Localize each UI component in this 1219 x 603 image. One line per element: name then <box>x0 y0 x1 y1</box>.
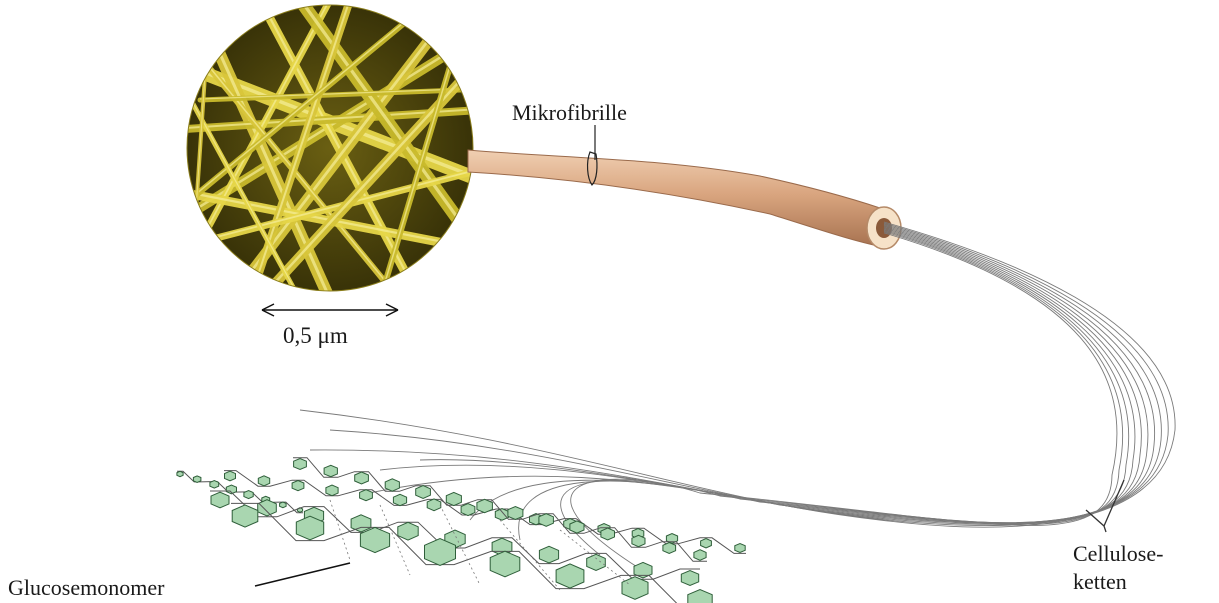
glucose-monomer <box>416 486 431 499</box>
glucose-monomer <box>556 564 584 588</box>
glucose-monomer <box>495 509 508 521</box>
glucose-monomer <box>587 554 606 570</box>
glucose-monomer <box>663 543 676 554</box>
glucose-monomer <box>393 494 406 505</box>
glucose-monomer <box>477 499 493 512</box>
glucose-monomer <box>601 528 615 540</box>
cellulose-chain <box>360 228 1141 523</box>
glucose-monomer <box>461 504 475 516</box>
cellulose-chain <box>310 224 1161 524</box>
cellulose-chains <box>300 222 1175 575</box>
celluloseketten-label: Cellulose- ketten <box>1073 540 1163 596</box>
glucose-monomer <box>292 481 304 491</box>
glucose-monomer <box>490 551 520 577</box>
glucose-monomer <box>258 476 269 486</box>
glucose-monomer <box>211 492 229 508</box>
glucose-monomer <box>258 500 277 516</box>
glucose-monomer <box>210 481 219 489</box>
glucose-monomer <box>735 544 745 553</box>
glucose-monomer <box>508 507 523 520</box>
cellulose-chain <box>420 227 1148 523</box>
scale-bar <box>262 304 398 316</box>
glucose-monomer <box>622 577 648 600</box>
glucose-monomer <box>688 590 712 603</box>
glucose-monomer <box>701 539 712 548</box>
glucosemonomer-pointer <box>255 563 350 586</box>
glucose-monomer <box>244 491 253 499</box>
glucose-monomer <box>355 472 369 484</box>
glucose-monomer <box>398 522 418 540</box>
glucose-monomer <box>324 465 337 476</box>
glucose-monomer <box>539 546 558 563</box>
glucose-monomer <box>539 514 554 527</box>
cellulose-chain <box>470 229 1135 523</box>
glucose-monomer <box>294 459 307 470</box>
cellulose-chain <box>380 226 1155 524</box>
glucose-monomer <box>681 571 698 586</box>
mikrofibrille-label: Mikrofibrille <box>512 100 627 126</box>
microfibril <box>468 150 901 249</box>
glucose-monomer <box>570 521 584 533</box>
glucose-monomer <box>225 471 236 481</box>
celluloseketten-label-line1: Cellulose- <box>1073 540 1163 568</box>
glucose-monomer <box>632 535 645 546</box>
glucose-monomer <box>446 492 461 505</box>
celluloseketten-label-line2: ketten <box>1073 568 1163 596</box>
glucose-monomer <box>694 550 706 561</box>
glucose-monomer <box>193 476 201 483</box>
monomer-chain <box>177 471 303 512</box>
micrograph-circle <box>170 0 480 300</box>
glucose-monomer <box>232 505 258 527</box>
glucosemonomer-label: Glucosemonomer <box>8 575 164 601</box>
hydrogen-bond-line <box>330 500 350 560</box>
monomer-chain <box>231 503 714 603</box>
cellulose-chain <box>561 232 1123 555</box>
glucose-monomer <box>427 499 441 511</box>
cellulose-chain <box>300 222 1175 527</box>
glucose-monomer <box>360 490 373 501</box>
glucose-monomer <box>385 479 399 491</box>
scale-bar-label: 0,5 μm <box>283 322 348 350</box>
glucose-monomer <box>360 527 389 552</box>
glucose-monomer <box>177 471 183 476</box>
glucose-monomer <box>326 485 338 496</box>
glucose-monomer <box>280 502 287 508</box>
